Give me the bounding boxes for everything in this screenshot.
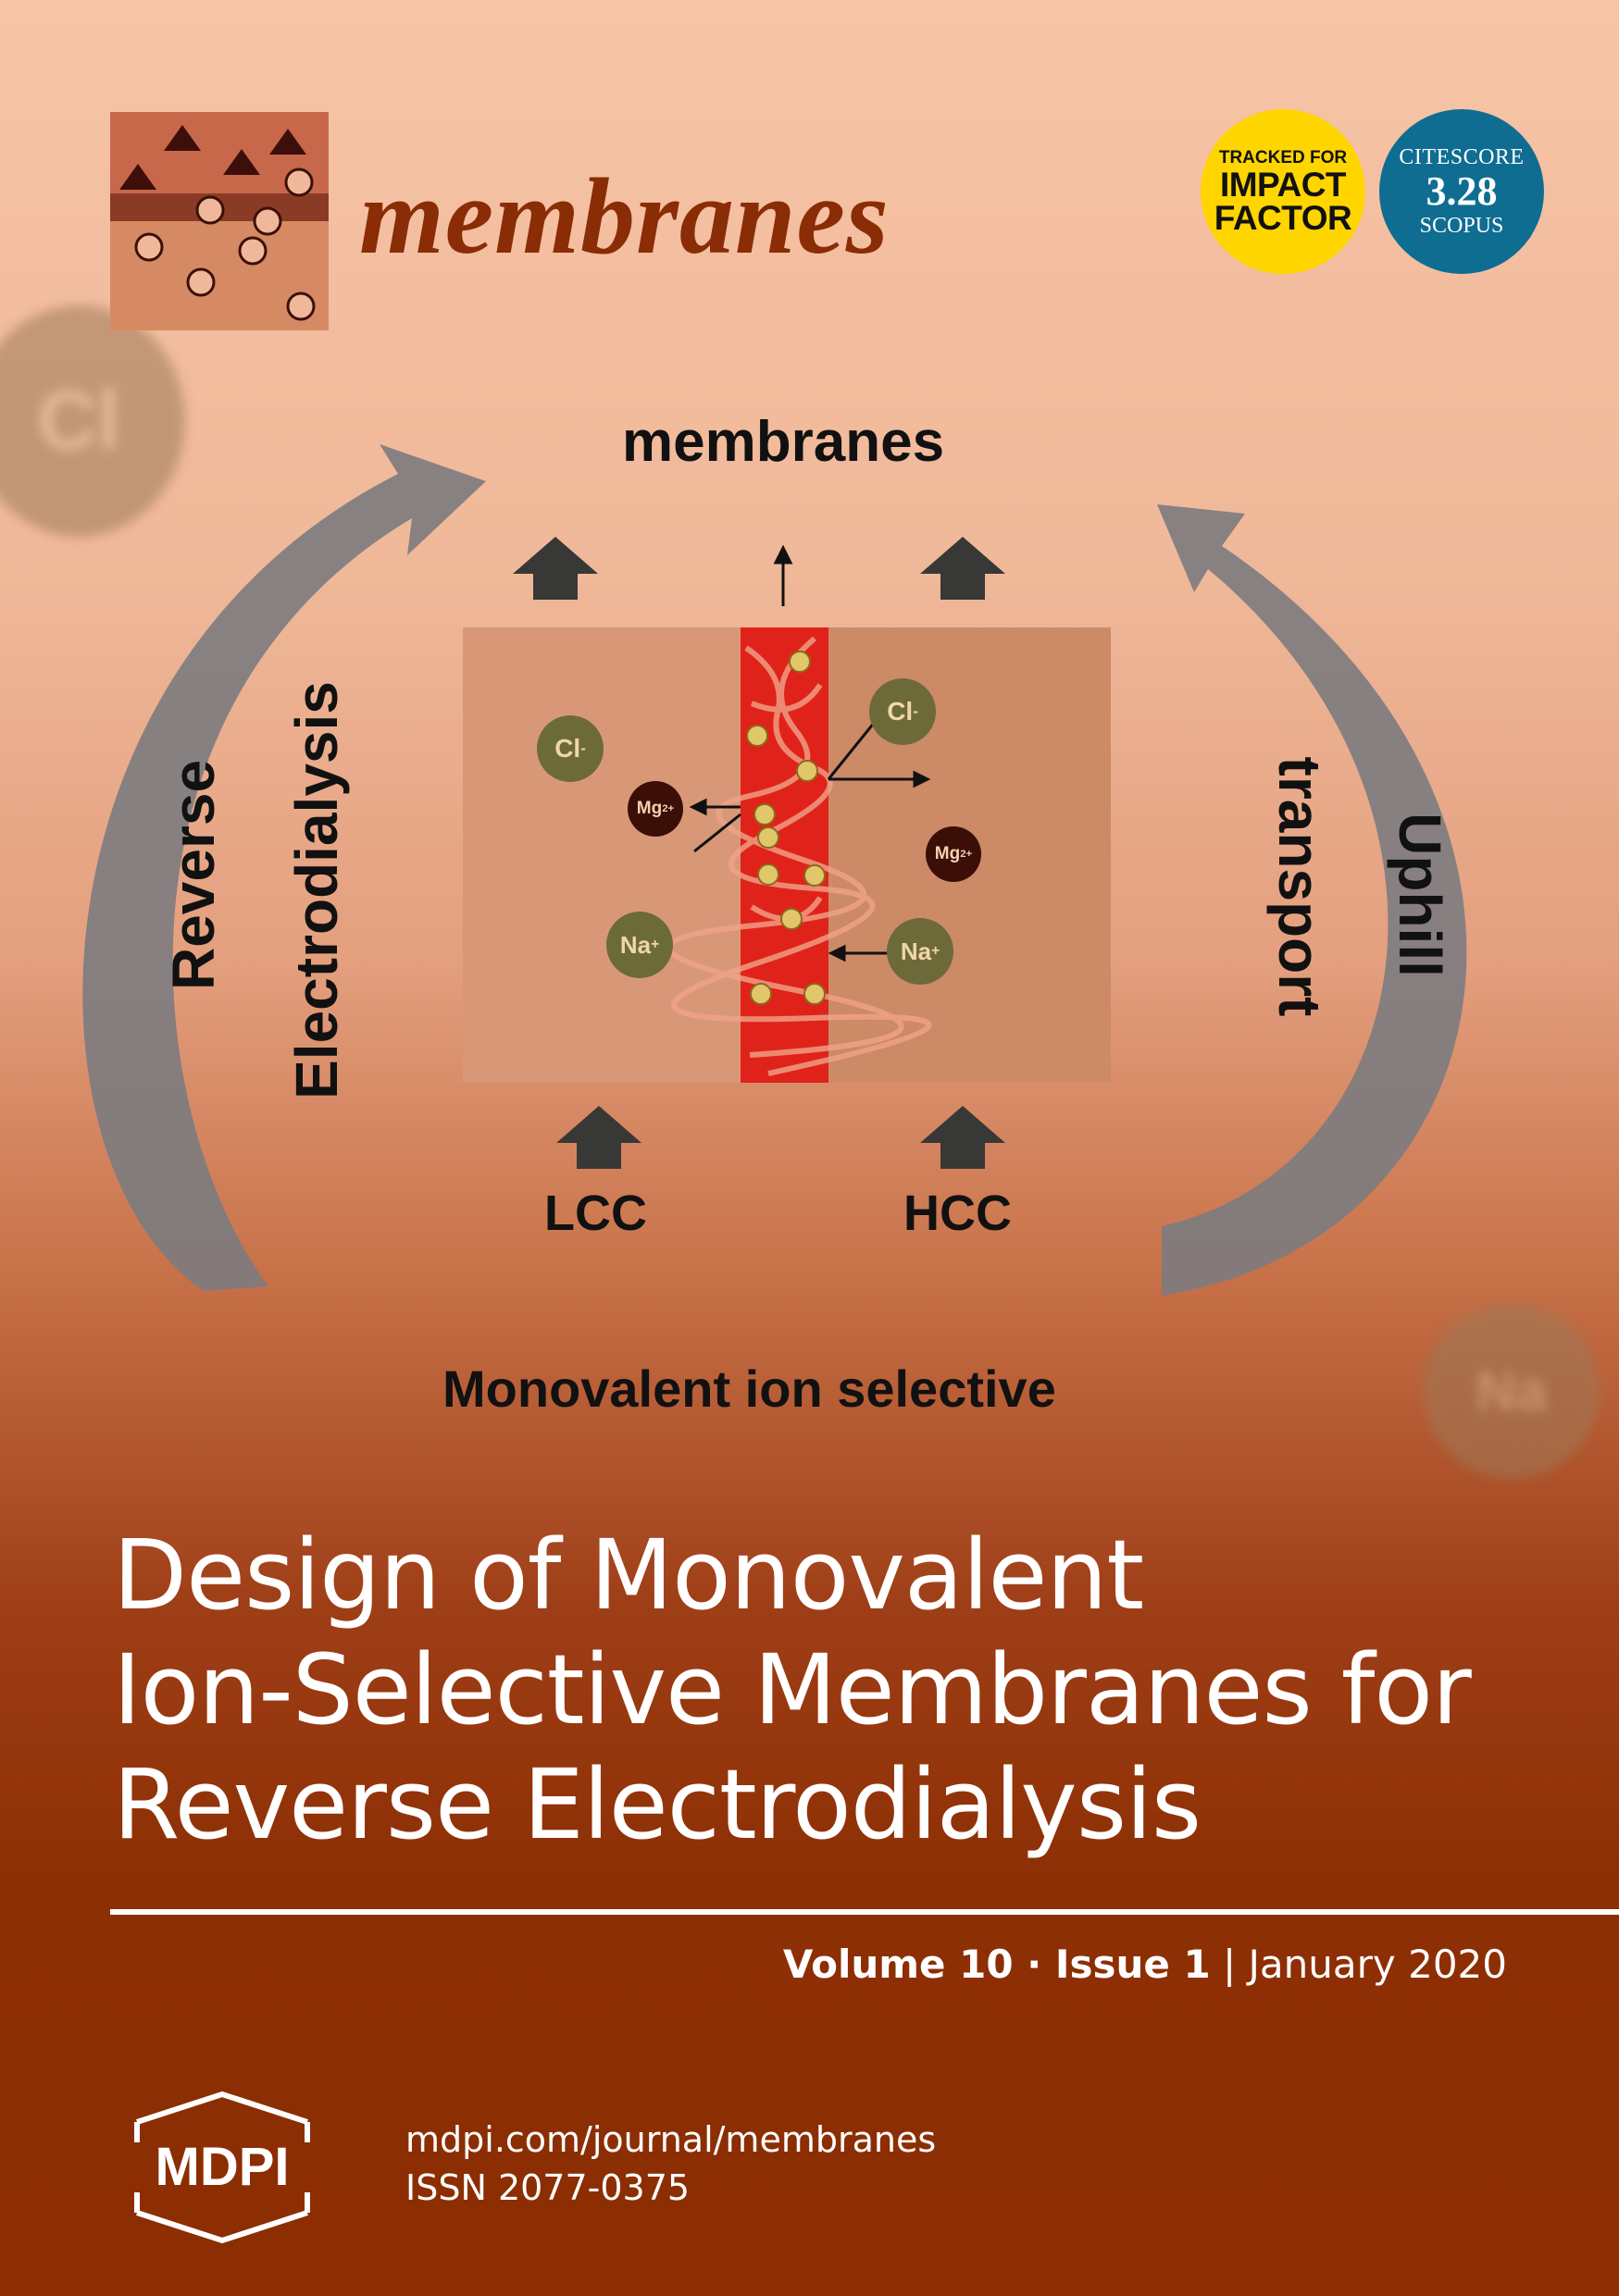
left-chamber: [463, 627, 741, 1083]
diagram-lcc-label: LCC: [544, 1185, 647, 1241]
diagram-right-label-transport: transport: [1266, 756, 1333, 1017]
journal-logo: [110, 112, 329, 330]
citescore-badge: CITESCORE 3.28 SCOPUS: [1379, 109, 1544, 274]
journal-url[interactable]: mdpi.com/journal/membranes: [405, 2119, 937, 2160]
ion-na-left: Na+: [606, 912, 673, 978]
left-curved-arrow: [82, 444, 486, 1291]
journal-name: membranes: [359, 155, 890, 277]
background-bubble-na: Na: [1424, 1303, 1600, 1479]
ion-na-right: Na+: [887, 918, 953, 985]
diagram-top-label: membranes: [622, 410, 945, 474]
ion-flow-arrows: [689, 544, 931, 962]
right-curved-arrow: [1157, 504, 1467, 1296]
diagram-graphic: [82, 444, 1467, 1296]
article-title: Design of Monovalent Ion-Selective Membr…: [113, 1519, 1472, 1861]
impact-factor-badge: TRACKED FOR IMPACT FACTOR: [1201, 109, 1365, 274]
membrane-texture: [666, 636, 932, 1076]
diagram-left-label-electrodialysis: Electrodialysis: [283, 681, 350, 1099]
mdpi-logo: MDPI: [134, 2091, 310, 2244]
block-arrows-bottom: [556, 1106, 1005, 1169]
diagram-bottom-label: Monovalent ion selective: [442, 1359, 1056, 1418]
issue-info: Volume 10 · Issue 1 | January 2020: [782, 1942, 1507, 1987]
issn: ISSN 2077-0375: [405, 2167, 691, 2208]
diagram-right-label-uphill: Uphill: [1387, 813, 1453, 977]
background-bubble-cl: Cl: [0, 305, 185, 537]
diagram-hcc-label: HCC: [903, 1185, 1012, 1241]
diagram-left-label-reverse: Reverse: [160, 759, 227, 990]
block-arrows-top: [513, 537, 1005, 600]
membrane-charges: [746, 651, 826, 1005]
ion-cl-left: Cl-: [537, 715, 604, 782]
title-divider: [110, 1909, 1619, 1915]
ion-cl-right: Cl-: [869, 678, 936, 745]
svg-text:MDPI: MDPI: [156, 2137, 290, 2197]
